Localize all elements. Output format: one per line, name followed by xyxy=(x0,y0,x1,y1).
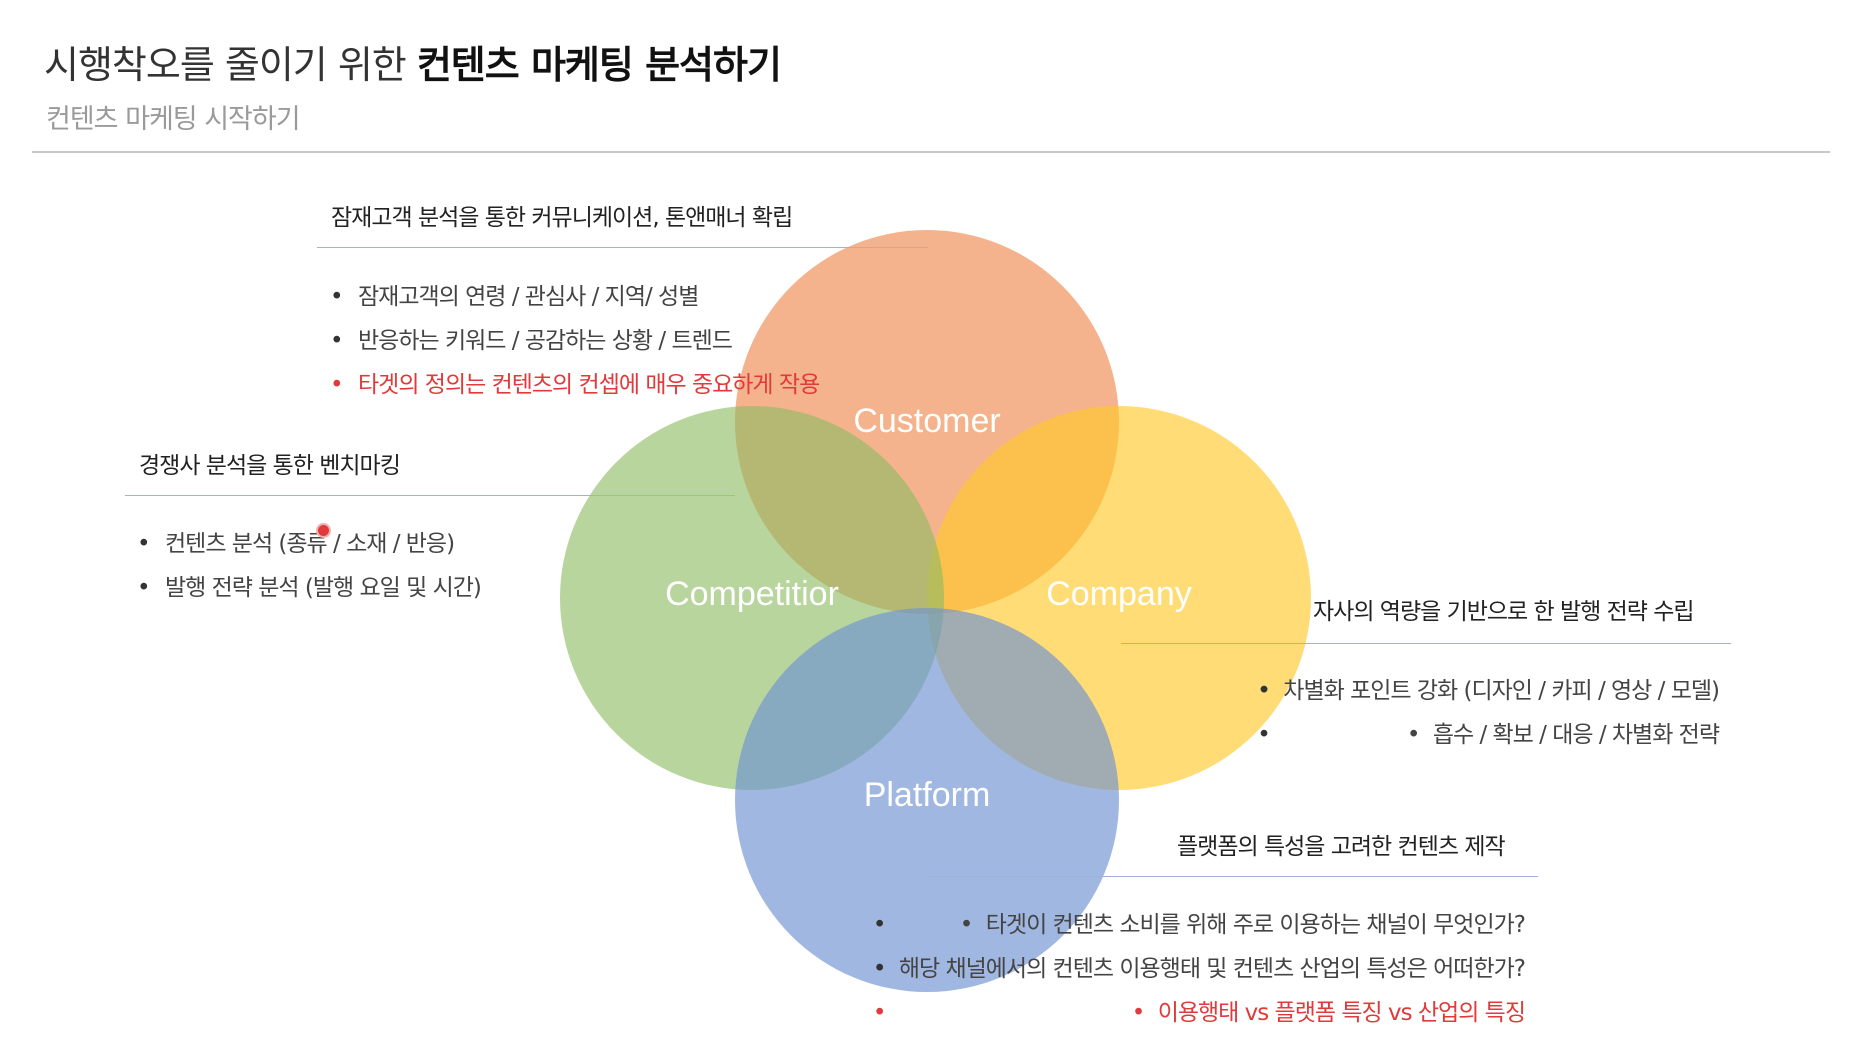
company-section-heading: 자사의 역량을 기반으로 한 발행 전략 수립 xyxy=(1313,599,1695,625)
list-item: •흡수 / 확보 / 대응 / 차별화 전략 xyxy=(1257,713,1720,757)
competitor-section-heading: 경쟁사 분석을 통한 벤치마킹 xyxy=(139,453,401,479)
platform-heading-rule xyxy=(927,876,1538,877)
competitor-label: Competitior xyxy=(665,575,839,613)
company-heading-rule xyxy=(1121,643,1731,644)
title-bold: 컨텐츠 마케팅 분석하기 xyxy=(416,43,782,87)
list-item: •차별화 포인트 강화 (디자인 / 카피 / 영상 / 모델) xyxy=(1257,669,1720,713)
competitor-heading-rule xyxy=(125,495,735,496)
company-bullet-list: •차별화 포인트 강화 (디자인 / 카피 / 영상 / 모델) •흡수 / 확… xyxy=(1257,669,1720,757)
header-divider xyxy=(32,151,1830,153)
list-item: •해당 채널에서의 컨텐츠 이용행태 및 컨텐츠 산업의 특성은 어떠한가? xyxy=(873,947,1526,991)
customer-section-heading: 잠재고객 분석을 통한 커뮤니케이션, 톤앤매너 확립 xyxy=(331,205,793,231)
list-item: 잠재고객의 연령 / 관심사 / 지역/ 성별 xyxy=(330,275,819,319)
platform-bullet-list: •타겟이 컨텐츠 소비를 위해 주로 이용하는 채널이 무엇인가? •해당 채널… xyxy=(873,903,1526,1035)
list-item-highlight: •이용행태 vs 플랫폼 특징 vs 산업의 특징 xyxy=(873,991,1526,1035)
list-item-highlight: 타겟의 정의는 컨텐츠의 컨셉에 매우 중요하게 작용 xyxy=(330,363,820,407)
customer-label: Customer xyxy=(853,402,1001,440)
platform-label: Platform xyxy=(863,776,991,814)
title-regular: 시행착오를 줄이기 위한 xyxy=(44,43,417,87)
customer-bullet-list: 잠재고객의 연령 / 관심사 / 지역/ 성별 반응하는 키워드 / 공감하는 … xyxy=(330,275,820,407)
pointer-dot-icon xyxy=(316,523,331,538)
list-item: 컨텐츠 분석 (종류 / 소재 / 반응) xyxy=(137,522,481,566)
page-subtitle: 컨텐츠 마케팅 시작하기 xyxy=(46,104,301,135)
customer-heading-rule xyxy=(317,247,928,248)
company-label: Company xyxy=(1046,575,1192,613)
list-item: 발행 전략 분석 (발행 요일 및 시간) xyxy=(137,566,482,610)
list-item: •타겟이 컨텐츠 소비를 위해 주로 이용하는 채널이 무엇인가? xyxy=(873,903,1526,947)
platform-section-heading: 플랫폼의 특성을 고려한 컨텐츠 제작 xyxy=(1177,834,1506,860)
competitor-bullet-list: 컨텐츠 분석 (종류 / 소재 / 반응) 발행 전략 분석 (발행 요일 및 … xyxy=(137,522,482,610)
list-item: 반응하는 키워드 / 공감하는 상황 / 트렌드 xyxy=(330,319,819,363)
page-title: 시행착오를 줄이기 위한 컨텐츠 마케팅 분석하기 xyxy=(44,34,782,89)
platform-circle xyxy=(735,608,1119,992)
